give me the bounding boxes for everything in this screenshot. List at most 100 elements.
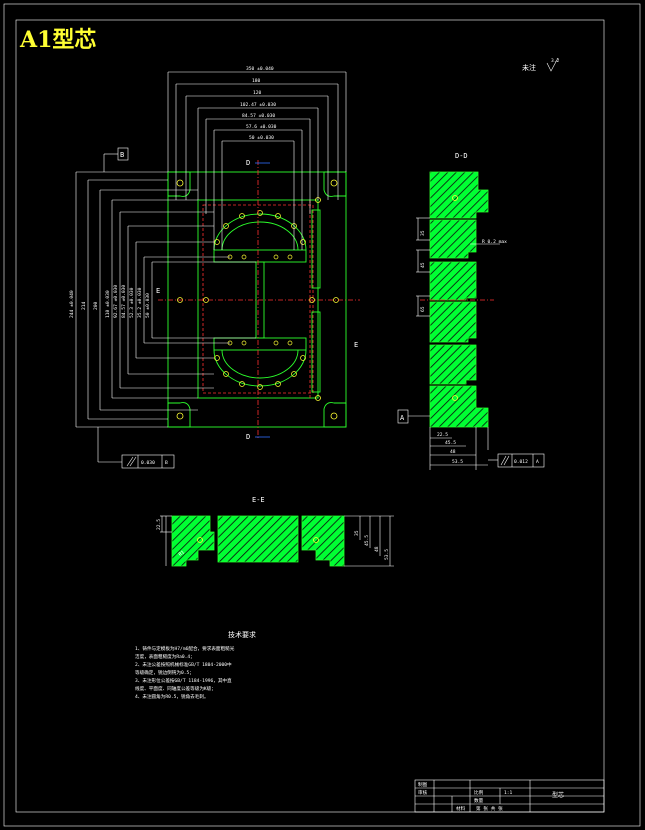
- dim-left-5: 84.57 ±0.030: [121, 285, 127, 318]
- ee-block-center: [217, 515, 299, 563]
- dim-top-6: 50 ±0.030: [249, 135, 274, 141]
- dd-block: [429, 301, 477, 343]
- dd-block: [429, 385, 489, 428]
- corner-hole: [176, 412, 184, 420]
- side-hole: [315, 395, 321, 401]
- section-dd: D-D 35 45 65 22.5 45.5 48 53.5 R 0.2 max: [416, 152, 507, 470]
- roughness-symbol-icon: [546, 57, 559, 72]
- dim-ee-3: 48: [374, 546, 380, 552]
- bolt-holes-lower: [214, 340, 306, 390]
- dd-block: [429, 171, 489, 219]
- upper-boss-inner: [221, 221, 299, 251]
- dim-ee-2: 45.5: [364, 535, 370, 546]
- section-ee-label: E-E: [252, 496, 265, 504]
- tolerance-frame-right: 0.012 A: [488, 453, 545, 468]
- dim-dd-7: R 0.2 max: [482, 239, 507, 245]
- dim-dd-2: 65: [420, 306, 426, 312]
- corner-pocket: [167, 402, 191, 428]
- title-block-label: 制图: [418, 781, 428, 788]
- top-dimensions: 350 ±0.040 180 120 102.47 ±0.030 84.57 ±…: [167, 66, 347, 250]
- dim-left-7: 35.2 ±0.030: [137, 287, 143, 318]
- tech-req-line: 3、未注形位公差按GB/T 1184-1996，其中直: [135, 677, 232, 684]
- section-ee: E-E 22.5 35 45.5 48 53.5 R1: [156, 496, 394, 567]
- tech-req-heading: 技术要求: [228, 630, 256, 639]
- cut-label-d-bottom: D: [246, 433, 250, 441]
- title-block: 制图 审核 比例 1:1 数量 材料 第 张 共 张 型芯: [414, 779, 605, 813]
- dim-ee-4: 53.5: [384, 549, 390, 560]
- roughness-note: 未注 3.2: [522, 57, 560, 72]
- dd-block: [429, 219, 477, 259]
- drawing-title: A1型芯: [19, 27, 96, 53]
- title-block-label: 数量: [474, 797, 484, 804]
- cut-label-e-right: E: [354, 341, 358, 349]
- dim-top-0: 350 ±0.040: [246, 66, 274, 72]
- dim-top-5: 57.6 ±0.030: [246, 124, 277, 130]
- title-block-label: 比例: [474, 789, 484, 796]
- dim-left-1: 214: [81, 301, 87, 310]
- dim-top-4: 84.57 ±0.030: [242, 113, 275, 119]
- tech-req-line: 4、未注圆角为R0.5，锐角去毛刺。: [135, 693, 209, 700]
- roughness-label: 未注: [522, 63, 536, 72]
- upper-boss-base: [213, 249, 307, 263]
- title-block-part-name: 型芯: [552, 791, 564, 799]
- dim-left-4: 92.67 ±0.030: [113, 285, 119, 318]
- tech-req-line: 1、铸件与定模板为H7/m6配合，要求表面粗糙光: [135, 645, 235, 652]
- dim-dd-3: 22.5: [437, 432, 448, 438]
- title-block-label: 第 张 共 张: [476, 805, 503, 812]
- ee-block-left: [171, 515, 215, 567]
- dim-left-8: 50 ±0.030: [145, 293, 151, 318]
- tech-req-line: 洁度，表面粗糙度为Ra0.4；: [135, 653, 195, 660]
- dim-ee-0: 22.5: [156, 519, 162, 530]
- plate-outline: [167, 171, 347, 428]
- tech-req-line: 2、未注公差按照机械标准GB/T 1804-2000中: [135, 661, 232, 668]
- parallelism-icon: [500, 455, 510, 466]
- title-block-scale: 1:1: [504, 790, 513, 796]
- dd-block: [429, 344, 477, 385]
- bolt-holes-upper: [214, 210, 306, 260]
- dim-dd-6: 53.5: [452, 459, 463, 465]
- outer-border: [3, 3, 641, 827]
- dim-left-3: 110 ±0.030: [105, 290, 111, 318]
- ee-block-right: [301, 515, 345, 567]
- parallelism-icon: [126, 456, 137, 467]
- dim-ee-1: 35: [354, 530, 360, 536]
- title-block-label: 材料: [456, 805, 466, 812]
- plan-view: D D E E: [156, 159, 360, 441]
- tolerance-frame-left: 0.030 B: [97, 427, 175, 469]
- corner-pocket: [323, 171, 347, 197]
- dim-dd-0: 35: [420, 230, 426, 236]
- tolerance-right-ref: A: [536, 459, 539, 465]
- slot: [311, 209, 321, 289]
- section-dd-label: D-D: [455, 152, 468, 160]
- dd-block: [429, 261, 477, 301]
- left-dimensions: 244 ±0.040 214 200 110 ±0.030 92.67 ±0.0…: [69, 171, 256, 428]
- cut-label-d-top: D: [246, 159, 250, 167]
- dim-dd-5: 48: [450, 449, 456, 455]
- corner-hole: [330, 179, 338, 187]
- tolerance-right-value: 0.012: [514, 459, 528, 465]
- tech-req-line: 等级确定，锐边倒钝为0.5；: [135, 669, 194, 676]
- datum-b-label: B: [120, 151, 124, 159]
- dim-dd-4: 45.5: [445, 440, 456, 446]
- dim-left-6: 52.3 ±0.030: [129, 287, 135, 318]
- upper-boss-arc: [213, 213, 307, 251]
- datum-a-label: A: [400, 414, 405, 422]
- dim-top-2: 120: [253, 90, 262, 96]
- roughness-value: 3.2: [551, 58, 560, 64]
- dim-dd-1: 45: [420, 262, 426, 268]
- tolerance-left-value: 0.030: [141, 460, 155, 466]
- dim-left-2: 200: [93, 301, 99, 310]
- technical-requirements: 技术要求 1、铸件与定模板为H7/m6配合，要求表面粗糙光 洁度，表面粗糙度为R…: [135, 630, 256, 700]
- corner-pocket: [167, 171, 191, 197]
- cut-label-e-left: E: [156, 287, 160, 295]
- tech-req-line: 线度、平面度、同轴度公差等级为K级；: [135, 685, 216, 692]
- corner-hole: [176, 179, 184, 187]
- tolerance-left-ref: B: [165, 460, 168, 466]
- lower-boss-arc: [213, 349, 307, 387]
- corner-hole: [330, 412, 338, 420]
- lower-boss-inner: [221, 349, 299, 379]
- datum-b: B: [103, 147, 129, 172]
- dim-top-1: 180: [252, 78, 261, 84]
- lower-boss-base: [213, 337, 307, 351]
